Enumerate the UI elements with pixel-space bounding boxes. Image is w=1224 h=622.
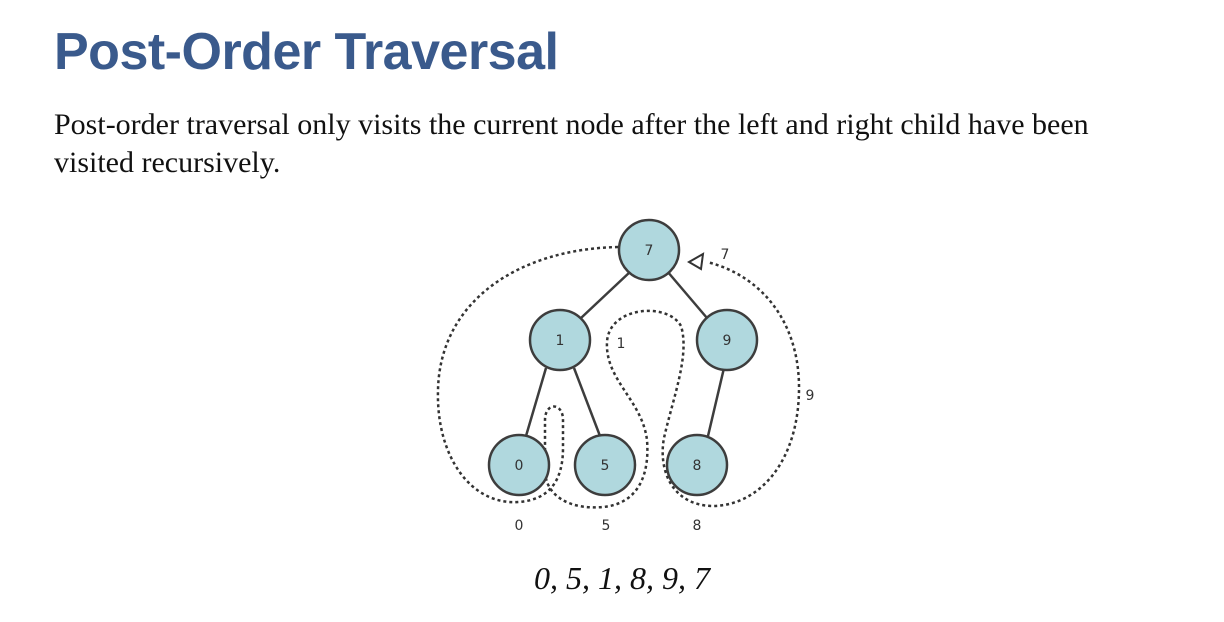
edge-1-5 (572, 367, 602, 437)
node-right-left (665, 433, 729, 497)
visit-label-1: 1 (617, 336, 626, 352)
description-text: Post-order traversal only visits the cur… (54, 108, 1089, 179)
visit-label-8: 8 (693, 518, 702, 534)
page-title: Post-Order Traversal (54, 23, 559, 81)
node-right (695, 308, 759, 372)
visit-label-7: 7 (721, 247, 730, 263)
node-left (528, 308, 592, 372)
node-right-left-label: 8 (693, 458, 702, 474)
arrow-head-icon (687, 252, 705, 271)
edge-1-0 (524, 367, 548, 437)
traversal-result: 0, 5, 1, 8, 9, 7 (534, 560, 710, 596)
node-left-right-label: 5 (601, 458, 610, 474)
edge-7-9 (666, 270, 708, 319)
visit-label-0: 0 (515, 518, 524, 534)
edge-9-8 (706, 367, 726, 437)
visit-label-9: 9 (806, 388, 815, 404)
visit-label-5: 5 (602, 518, 611, 534)
node-right-label: 9 (723, 333, 732, 349)
node-left-right (573, 433, 637, 497)
node-left-left-label: 0 (515, 458, 524, 474)
node-left-left (487, 433, 551, 497)
traversal-path (436, 245, 801, 509)
node-root (617, 218, 681, 282)
edge-7-1 (580, 270, 632, 319)
node-left-label: 1 (556, 333, 565, 349)
node-root-label: 7 (645, 243, 654, 259)
